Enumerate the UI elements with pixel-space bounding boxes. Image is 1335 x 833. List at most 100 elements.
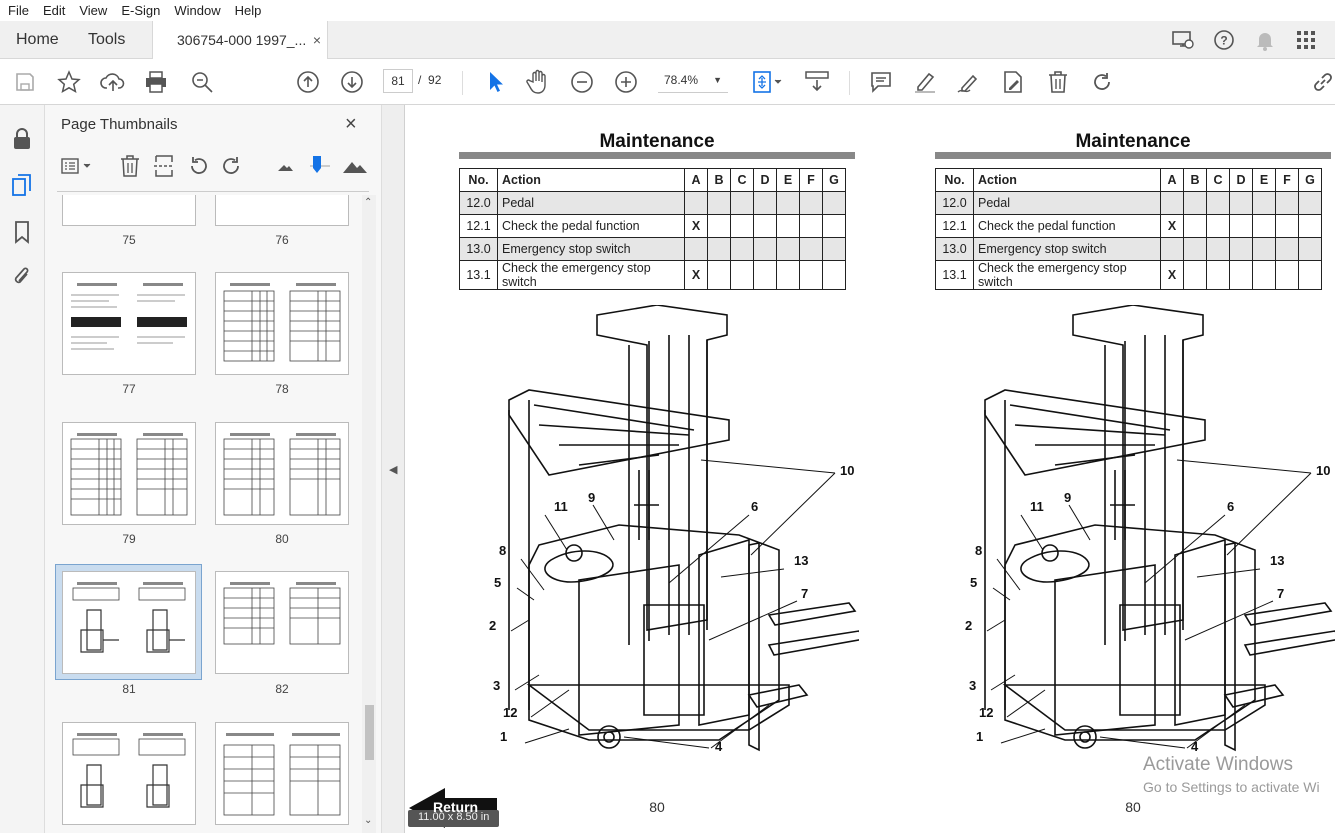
select-cursor-icon[interactable] — [482, 69, 508, 95]
lock-icon[interactable] — [10, 127, 34, 151]
return-arrow-icon — [408, 788, 499, 828]
star-bookmark-icon[interactable] — [56, 69, 82, 95]
thumbnail-page-81[interactable] — [62, 571, 196, 674]
thumbnail-page-75[interactable] — [62, 195, 196, 226]
page-preview-graphic — [223, 433, 275, 516]
panel-collapse-bar[interactable]: ◀ — [382, 105, 405, 833]
menu-edit[interactable]: Edit — [42, 3, 66, 18]
table-cell — [1206, 214, 1230, 238]
callout-label: 2 — [489, 618, 496, 633]
thumbnail-page-84[interactable] — [215, 722, 349, 825]
table-cell — [730, 260, 754, 290]
rotate-right-icon[interactable] — [219, 153, 245, 179]
zoom-level-select[interactable]: 78.4% ▼ — [658, 69, 728, 93]
thumbnail-page-77[interactable] — [62, 272, 196, 375]
apps-grid-icon[interactable] — [1294, 28, 1318, 52]
thumbnail-size-slider[interactable] — [307, 153, 333, 179]
hand-tool-icon[interactable] — [525, 69, 551, 95]
menu-file[interactable]: File — [8, 3, 29, 18]
zoom-in-icon[interactable] — [613, 69, 639, 95]
table-cell: X — [684, 214, 708, 238]
thumbnail-page-82[interactable] — [215, 571, 349, 674]
menu-help[interactable]: Help — [234, 3, 262, 18]
thumbnail-scrollbar[interactable]: ⌃ ⌄ — [362, 195, 376, 833]
print-icon[interactable] — [143, 69, 169, 95]
thumbnail-page-80[interactable] — [215, 422, 349, 525]
attachment-paperclip-icon[interactable] — [10, 265, 34, 289]
table-cell — [707, 214, 731, 238]
page-number-input[interactable]: 81 — [383, 69, 413, 93]
bookmark-icon[interactable] — [10, 220, 34, 244]
thumbnail-options-icon[interactable] — [59, 153, 95, 179]
help-icon[interactable]: ? — [1212, 28, 1236, 52]
notification-bell-icon[interactable] — [1253, 28, 1277, 52]
table-cell — [1183, 237, 1207, 261]
rotate-left-icon[interactable] — [185, 153, 211, 179]
table-cell — [1229, 214, 1253, 238]
table-cell — [822, 260, 846, 290]
tab-home[interactable]: Home — [16, 31, 59, 48]
scrollbar-thumb[interactable] — [365, 705, 374, 760]
zoom-search-icon[interactable] — [189, 69, 215, 95]
table-cell — [1160, 191, 1184, 215]
close-tab-icon[interactable]: × — [312, 32, 321, 48]
thumbnail-page-76[interactable] — [215, 195, 349, 226]
thumbnail-label: 80 — [275, 532, 289, 546]
scroll-down-icon[interactable]: ⌄ — [364, 815, 373, 826]
return-button[interactable]: Return 11.00 x 8.50 in — [407, 786, 500, 828]
page-preview-graphic — [72, 733, 120, 808]
extract-page-icon[interactable] — [151, 153, 177, 179]
table-cell: Check the emergency stop switch — [497, 260, 685, 290]
callout-label: 5 — [494, 575, 501, 590]
left-navigation-rail — [0, 105, 45, 833]
comment-icon[interactable] — [868, 69, 894, 95]
delete-page-icon[interactable] — [117, 153, 143, 179]
tab-document-label: 306754-000 1997_... — [177, 32, 307, 48]
callout-label: 11 — [1030, 499, 1044, 514]
table-cell — [1160, 237, 1184, 261]
thumbnail-page-83[interactable] — [62, 722, 196, 825]
highlight-pen-icon[interactable] — [912, 69, 938, 95]
menu-window[interactable]: Window — [174, 3, 221, 18]
table-header-cell: D — [753, 168, 777, 192]
next-page-icon[interactable] — [339, 69, 365, 95]
table-header-cell: E — [776, 168, 800, 192]
table-cell — [822, 191, 846, 215]
table-cell — [799, 191, 823, 215]
table-cell — [799, 214, 823, 238]
menu-esign[interactable]: E-Sign — [121, 3, 161, 18]
table-cell — [822, 214, 846, 238]
table-cell — [1275, 191, 1299, 215]
scroll-mode-icon[interactable] — [804, 69, 830, 95]
thumbnail-size-large-icon[interactable] — [342, 153, 368, 179]
draw-pen-icon[interactable] — [956, 69, 982, 95]
table-header-cell: B — [1183, 168, 1207, 192]
table-header-cell: G — [1298, 168, 1322, 192]
page-thumbnails-icon[interactable] — [10, 173, 34, 197]
zoom-out-icon[interactable] — [569, 69, 595, 95]
callout-label: 1 — [976, 729, 983, 744]
delete-trash-icon[interactable] — [1045, 69, 1071, 95]
fit-page-icon[interactable] — [750, 69, 786, 95]
tab-tools[interactable]: Tools — [88, 31, 126, 48]
thumbnail-page-78[interactable] — [215, 272, 349, 375]
thumbnail-page-79[interactable] — [62, 422, 196, 525]
upload-cloud-icon[interactable] — [100, 69, 126, 95]
previous-page-icon[interactable] — [295, 69, 321, 95]
link-icon[interactable] — [1310, 69, 1335, 95]
callout-label: 10 — [840, 463, 854, 478]
tab-document[interactable]: 306754-000 1997_... × — [152, 21, 328, 60]
thumbnail-size-small-icon[interactable] — [272, 153, 298, 179]
share-screen-icon[interactable] — [1171, 28, 1195, 52]
edit-document-icon[interactable] — [1000, 69, 1026, 95]
collapse-arrow-icon[interactable]: ◀ — [389, 464, 398, 476]
save-icon[interactable] — [12, 69, 38, 95]
redo-rotate-icon[interactable] — [1089, 69, 1115, 95]
scroll-up-icon[interactable]: ⌃ — [364, 197, 373, 208]
callout-label: 9 — [588, 490, 595, 505]
menu-view[interactable]: View — [79, 3, 108, 18]
close-panel-icon[interactable]: × — [345, 113, 357, 135]
